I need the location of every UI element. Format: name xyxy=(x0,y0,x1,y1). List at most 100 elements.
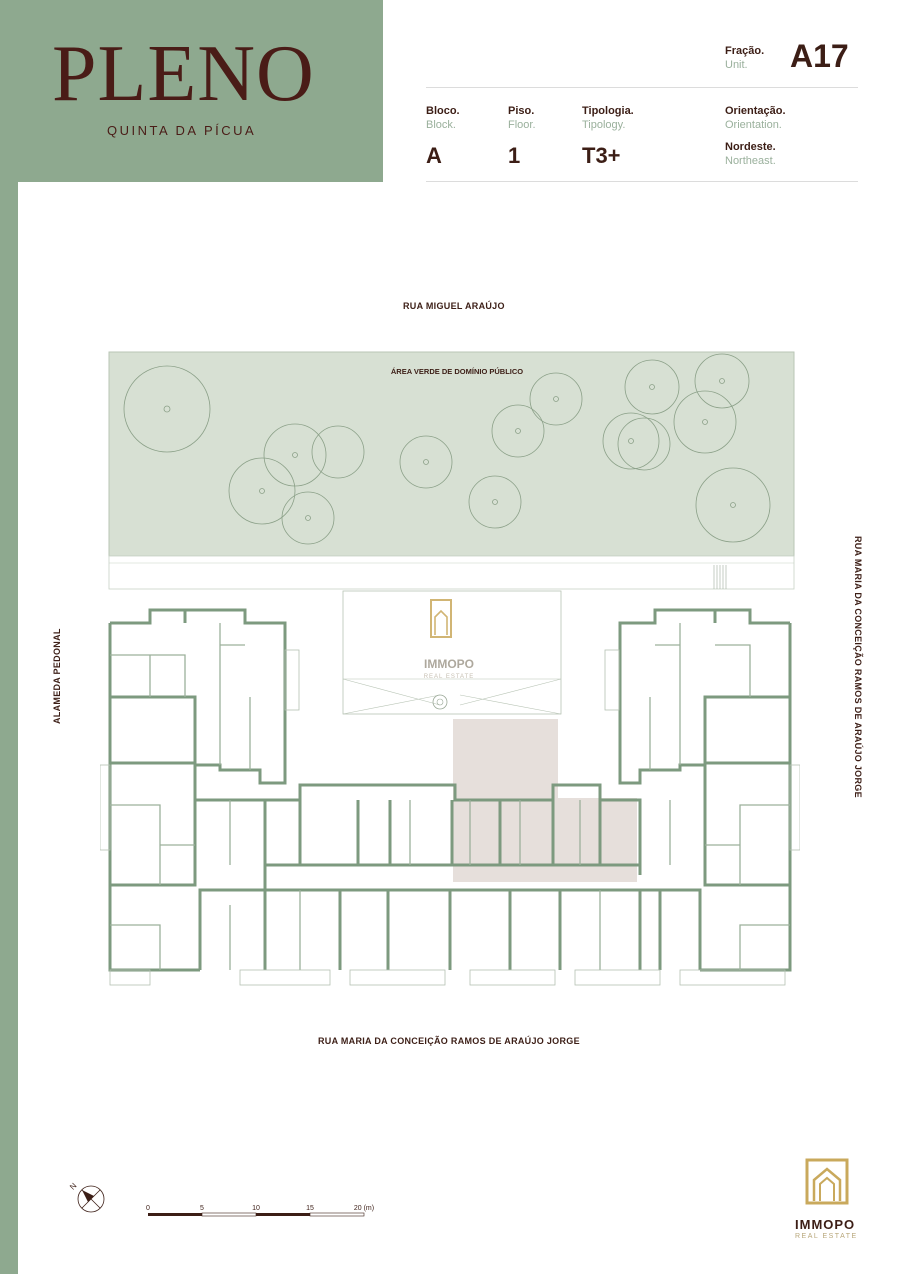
left-wing-wall xyxy=(108,885,267,970)
orientation-value-en: Northeast. xyxy=(725,155,776,167)
brand-subtitle: QUINTA DA PÍCUA xyxy=(107,123,257,138)
floor-label-en: Floor. xyxy=(508,119,536,131)
room-wall xyxy=(110,623,245,697)
tree xyxy=(695,467,771,543)
divider xyxy=(426,87,858,88)
balcony xyxy=(604,649,620,711)
shield-house-icon xyxy=(805,1158,849,1205)
green-area xyxy=(108,351,795,557)
block-label: Bloco. xyxy=(426,105,460,117)
tree-trunk xyxy=(492,499,498,505)
tree xyxy=(673,390,737,454)
scale-segment xyxy=(201,1212,257,1217)
scale-tick: 0 xyxy=(146,1205,150,1212)
tree-trunk xyxy=(702,419,708,425)
room-wall xyxy=(110,697,301,970)
watermark-logo: IMMOPO REAL ESTATE xyxy=(424,599,475,680)
logo-tagline: REAL ESTATE xyxy=(795,1233,858,1240)
logo-name: IMMOPO xyxy=(795,1217,856,1232)
street-left: ALAMEDA PEDONAL xyxy=(52,628,62,724)
tree xyxy=(399,435,453,489)
tree xyxy=(468,475,522,529)
scale-tick: 20 (m) xyxy=(354,1205,374,1212)
right-wing-wall xyxy=(560,888,702,970)
tree xyxy=(311,425,365,479)
spiral-stair-core xyxy=(436,698,444,706)
room-wall xyxy=(409,800,581,865)
steps xyxy=(713,565,727,589)
room-wall xyxy=(669,800,790,885)
scale-segment xyxy=(309,1212,365,1217)
typology-value: T3+ xyxy=(582,143,621,168)
floor-value: 1 xyxy=(508,143,521,168)
left-wing-wall xyxy=(110,761,197,887)
tree-trunk xyxy=(628,438,634,444)
scale-tick: 5 xyxy=(200,1205,204,1212)
tree xyxy=(694,353,750,409)
tree xyxy=(602,412,660,470)
tree xyxy=(529,372,583,426)
floor-plan: ÁREA VERDE DE DOMÍNIO PÚBLICO xyxy=(100,351,800,986)
side-band xyxy=(0,0,18,1274)
tree xyxy=(491,404,545,458)
unit-highlight-lower xyxy=(453,798,637,882)
tree-trunk xyxy=(553,396,559,402)
spiral-stair xyxy=(432,694,448,710)
right-wing-wall xyxy=(703,761,790,887)
central-wall xyxy=(298,800,602,865)
watermark-tagline: REAL ESTATE xyxy=(424,674,475,680)
balcony xyxy=(100,764,111,851)
orientation-value: Nordeste. xyxy=(725,141,776,153)
sidewalk xyxy=(108,555,795,590)
north-arrow-icon: N xyxy=(68,1181,105,1213)
room-wall xyxy=(655,623,751,697)
tree-trunk xyxy=(292,452,298,458)
balcony xyxy=(469,969,556,986)
watermark-house xyxy=(434,609,448,635)
block-label-en: Block. xyxy=(426,119,456,131)
watermark-name: IMMOPO xyxy=(424,657,474,671)
scale-tick: 10 xyxy=(252,1205,260,1212)
left-wing-wall xyxy=(195,798,342,970)
unit-label-en: Unit. xyxy=(725,59,748,71)
north-label: N xyxy=(68,1181,79,1192)
central-wall xyxy=(340,888,562,970)
balcony xyxy=(574,969,661,986)
orientation-label-en: Orientation. xyxy=(725,119,782,131)
divider xyxy=(426,181,858,182)
brand-header: PLENO QUINTA DA PÍCUA xyxy=(0,0,383,182)
block-value: A xyxy=(426,143,442,168)
balcony xyxy=(789,764,800,851)
unit-highlight-upper xyxy=(453,719,558,800)
trees xyxy=(123,353,771,545)
balcony xyxy=(109,969,151,986)
room-wall xyxy=(110,800,231,885)
scale-and-north: N 0 5 10 15 20 (m) xyxy=(68,1181,374,1217)
tree xyxy=(624,359,680,415)
balcony xyxy=(349,969,446,986)
tree-trunk xyxy=(719,378,725,384)
scale-tick: 15 xyxy=(306,1205,314,1212)
balcony xyxy=(679,969,786,986)
tree xyxy=(281,491,335,545)
tree-trunk xyxy=(730,502,736,508)
tree xyxy=(228,457,296,525)
tree-trunk xyxy=(163,405,171,413)
brand-title: PLENO xyxy=(52,30,315,118)
unit-label: Fração. xyxy=(725,45,765,57)
floor-label: Piso. xyxy=(508,105,535,117)
tree xyxy=(617,417,671,471)
watermark-frame xyxy=(430,599,452,638)
street-bottom: RUA MARIA DA CONCEIÇÃO RAMOS DE ARAÚJO J… xyxy=(318,1036,580,1046)
immopo-logo: IMMOPO REAL ESTATE xyxy=(795,1155,859,1240)
typology-label-en: Tipology. xyxy=(582,119,626,131)
orientation-label: Orientação. xyxy=(725,105,786,117)
scale-segment xyxy=(256,1213,310,1216)
street-top: RUA MIGUEL ARAÚJO xyxy=(403,301,505,311)
green-area-label: ÁREA VERDE DE DOMÍNIO PÚBLICO xyxy=(391,367,523,376)
tree-trunk xyxy=(423,459,429,465)
tree-trunk xyxy=(259,488,265,494)
ramp-lines xyxy=(342,678,562,715)
balcony xyxy=(239,969,331,986)
tree-trunk xyxy=(305,515,311,521)
